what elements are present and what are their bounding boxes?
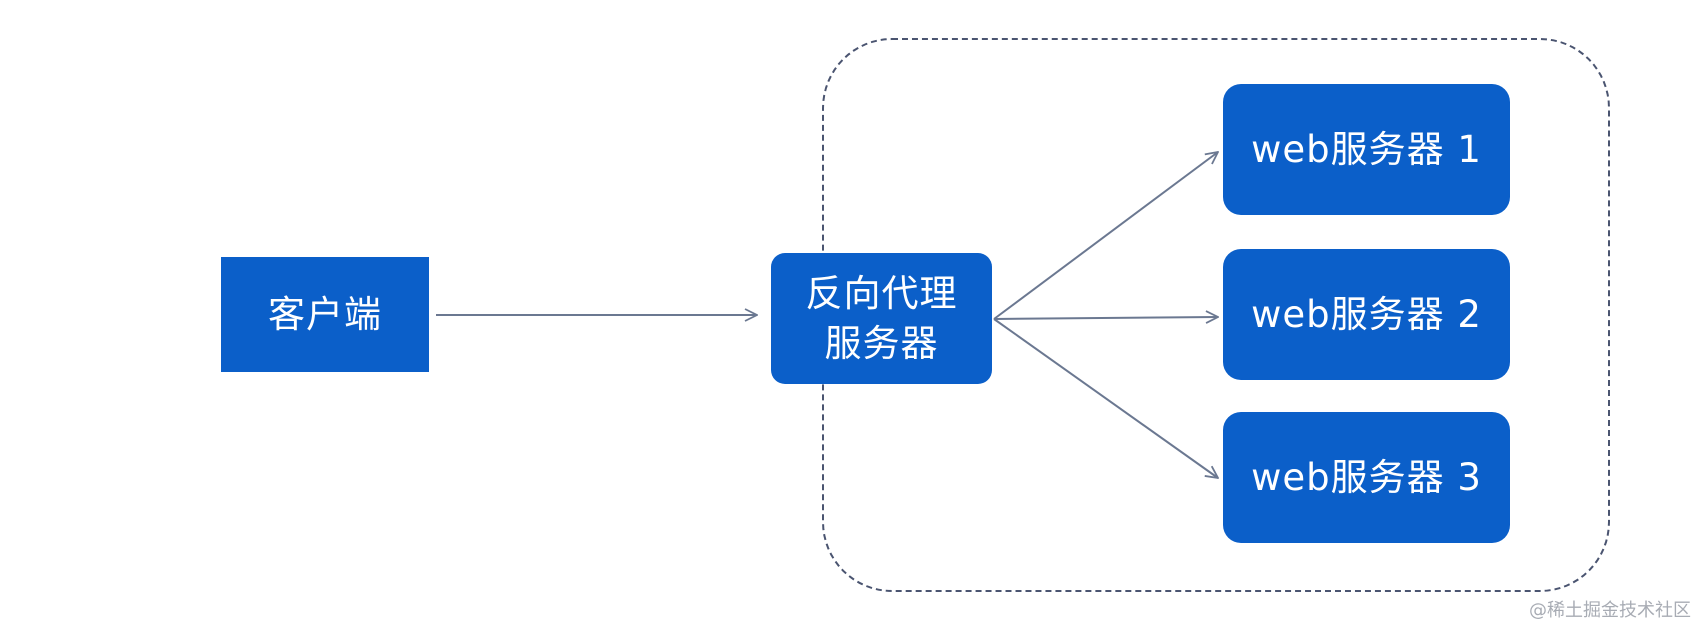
client-node: 客户端 (221, 257, 429, 372)
web-server-node-1: web服务器 1 (1223, 84, 1510, 215)
web-server-node-2: web服务器 2 (1223, 249, 1510, 380)
proxy-label-line-2: 服务器 (824, 321, 939, 365)
source-watermark: @稀土掘金技术社区 (1529, 600, 1691, 621)
web-server-node-3: web服务器 3 (1223, 412, 1510, 543)
web-server-label-1: web服务器 1 (1251, 127, 1482, 171)
web-server-label-3: web服务器 3 (1251, 455, 1482, 499)
arrow-proxy-to-web-3 (993, 318, 1218, 478)
proxy-label-line-1: 反向代理 (805, 271, 958, 315)
client-label: 客户端 (268, 292, 382, 336)
web-server-label-2: web服务器 2 (1251, 292, 1482, 336)
arrow-proxy-to-web-1 (993, 152, 1218, 320)
reverse-proxy-node: 反向代理 服务器 (771, 253, 992, 384)
arrow-proxy-to-web-2 (993, 317, 1218, 319)
